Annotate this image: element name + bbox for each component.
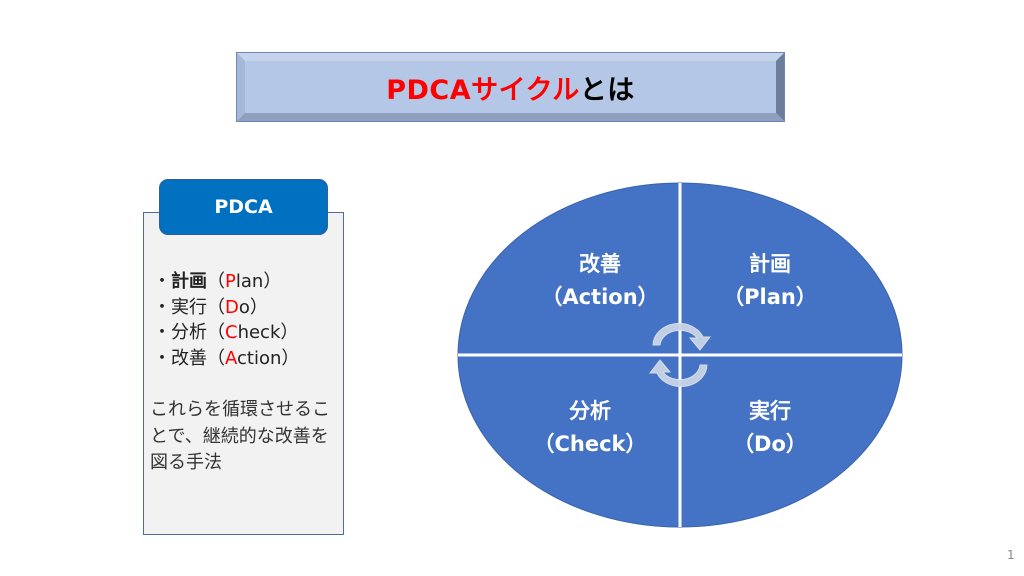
term: 分析	[171, 322, 207, 343]
word-rest: ction	[237, 347, 282, 369]
quadrant-title: 改善	[579, 252, 621, 276]
page-number: 1	[1007, 548, 1015, 562]
paren: ）	[281, 347, 300, 369]
word-rest: lan	[235, 271, 264, 292]
quadrant-plan: 計画 （Plan）	[690, 248, 850, 314]
bullet: ・	[153, 296, 171, 318]
quadrant-check: 分析 （Check）	[510, 395, 670, 461]
quadrant-title: 実行	[749, 399, 791, 423]
pdca-description: これらを循環させることで、継続的な改善を図る手法	[150, 399, 330, 473]
quadrant-subtitle: （Check）	[533, 432, 647, 456]
quadrant-subtitle: （Action）	[541, 285, 659, 309]
key-letter: A	[225, 347, 237, 369]
list-item: ・分析（Check）	[153, 320, 299, 346]
pdca-panel	[143, 212, 344, 535]
quadrant-title: 分析	[569, 399, 611, 423]
word-rest: heck	[237, 322, 281, 343]
list-item: ・改善（Action）	[153, 346, 299, 372]
title-highlight: PDCAサイクル	[386, 74, 580, 106]
slide-title: PDCAサイクルとは	[237, 53, 784, 121]
list-item: ・計画（Plan）	[153, 269, 299, 295]
quadrant-action: 改善 （Action）	[520, 248, 680, 314]
slide-title-box: PDCAサイクルとは	[236, 52, 785, 122]
bullet: ・	[153, 322, 171, 343]
list-item: ・実行（Do）	[153, 295, 299, 321]
pdca-list: ・計画（Plan） ・実行（Do） ・分析（Check） ・改善（Action）	[153, 269, 299, 371]
title-rest: とは	[579, 74, 635, 106]
key-letter: D	[225, 296, 239, 318]
pdca-panel-tab: PDCA	[159, 179, 328, 235]
bullet: ・	[153, 347, 171, 369]
key-letter: C	[225, 322, 238, 343]
bullet: ・	[153, 271, 171, 292]
term: 実行	[171, 296, 207, 318]
bevel-frame	[237, 53, 784, 121]
paren: ）	[280, 322, 299, 343]
circular-arrows-icon	[648, 322, 712, 388]
quadrant-title: 計画	[749, 252, 791, 276]
paren: （	[207, 347, 225, 369]
quadrant-subtitle: （Do）	[733, 432, 807, 456]
paren: （	[207, 322, 225, 343]
paren: （	[207, 271, 225, 292]
paren: ）	[263, 271, 282, 292]
word-rest: o	[238, 296, 250, 318]
term: 計画	[171, 271, 207, 292]
term: 改善	[171, 347, 207, 369]
quadrant-do: 実行 （Do）	[690, 395, 850, 461]
paren: （	[207, 296, 225, 318]
paren: ）	[249, 296, 268, 318]
key-letter: P	[225, 271, 236, 292]
quadrant-subtitle: （Plan）	[723, 285, 817, 309]
